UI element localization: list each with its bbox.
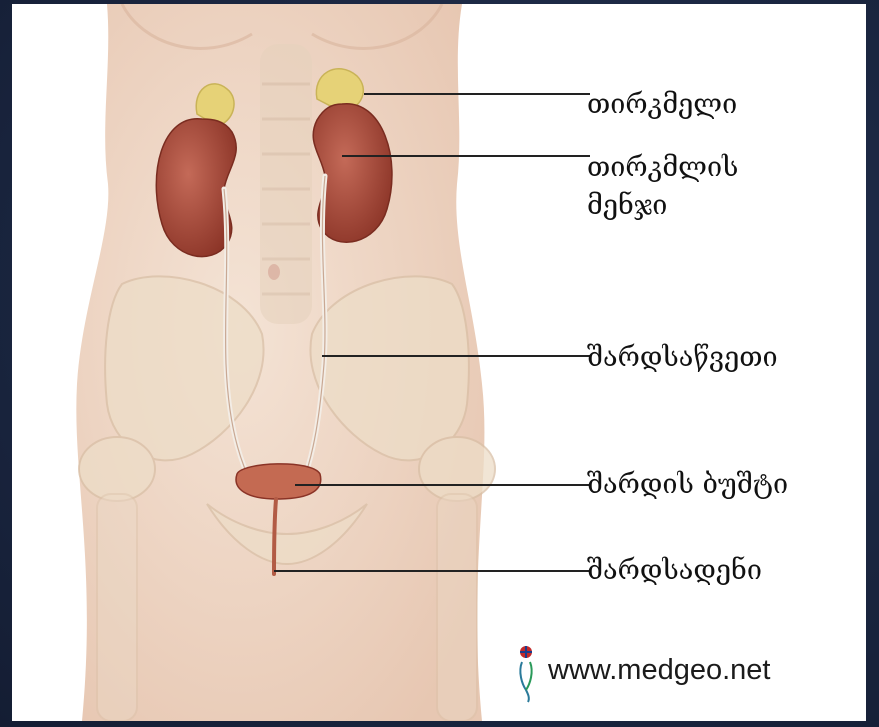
medical-figure-icon xyxy=(512,644,546,704)
watermark-url: www.medgeo.net xyxy=(548,654,770,687)
label-renal-pelvis: თირკმლის მენჯი xyxy=(587,149,738,225)
spine xyxy=(260,44,312,324)
navel xyxy=(268,264,280,280)
label-urethra: შარდსადენი xyxy=(587,552,762,590)
bladder xyxy=(236,464,321,499)
label-bladder: შარდის ბუშტი xyxy=(587,466,788,504)
right-kidney xyxy=(313,104,392,243)
anatomy-illustration: თირკმელი თირკმლის მენჯი შარდსაწვეთი შარდ… xyxy=(12,4,866,721)
label-ureter: შარდსაწვეთი xyxy=(587,339,778,377)
urethra xyxy=(274,499,276,574)
label-kidney: თირკმელი xyxy=(587,86,737,124)
watermark: www.medgeo.net xyxy=(512,644,832,704)
